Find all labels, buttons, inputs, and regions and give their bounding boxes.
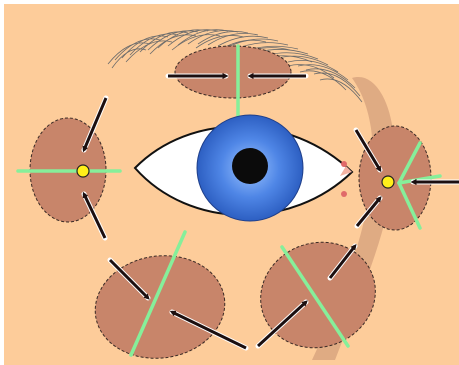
tear-duct-lower <box>341 191 347 197</box>
dot-icon <box>382 176 394 188</box>
dot-icon <box>77 165 89 177</box>
tear-duct-upper <box>341 161 347 167</box>
pupil <box>232 148 268 184</box>
muscle-region-superior <box>175 46 291 98</box>
